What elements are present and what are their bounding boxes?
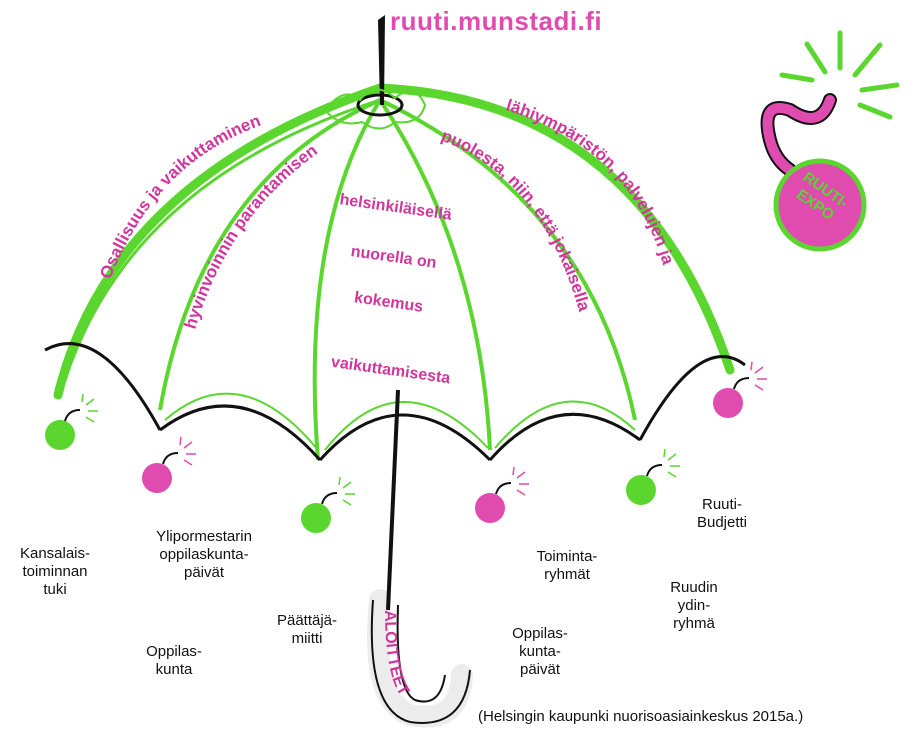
canopy-text-center-3: kokemus — [353, 289, 424, 316]
bomb-icon — [475, 467, 529, 523]
canopy-scallop — [490, 414, 640, 460]
bomb-icon — [142, 437, 196, 493]
source-citation: (Helsingin kaupunki nuorisoasiainkeskus … — [478, 708, 803, 725]
label-oppilaskuntapaivat: Oppilas- kunta- päivät — [495, 625, 585, 679]
bomb-icon — [713, 362, 767, 418]
canopy-text-left-inner: hyvinvoinnin parantamisen — [181, 141, 321, 331]
ruuti-url: ruuti.munstadi.fi — [390, 6, 602, 37]
canopy-text-right-inner: puolesta, niin, että jokaisella — [439, 126, 594, 314]
canopy-text-center-4: vaikuttamisesta — [330, 354, 451, 388]
canopy-scallop-inner — [165, 394, 318, 450]
umbrella-shaft — [388, 390, 398, 610]
canopy-text-center-2: nuorella on — [350, 243, 438, 272]
bomb-icon — [45, 394, 98, 450]
label-oppilaskunta: Oppilas- kunta — [134, 643, 214, 679]
label-ydinryhma: Ruudin ydin- ryhmä — [654, 579, 734, 633]
canopy-scallop-inner — [325, 402, 488, 450]
bomb-icon — [626, 449, 680, 505]
canopy-scallop — [160, 406, 320, 460]
label-kansalais: Kansalais- toiminnan tuki — [10, 545, 100, 599]
label-paattajamiitti: Päättäjä- miitti — [262, 612, 352, 648]
label-ylipormestari: Ylipormestarin oppilaskunta- päivät — [134, 528, 274, 582]
canopy-rim — [58, 88, 730, 395]
canopy-rib — [315, 100, 380, 460]
label-toimintaryhmat: Toiminta- ryhmät — [522, 548, 612, 584]
canopy-text-center-1: helsinkiläisellä — [339, 191, 453, 224]
canopy-scallop — [320, 415, 490, 460]
bomb-icon — [301, 477, 355, 533]
label-ruutibudjetti: Ruuti- Budjetti — [682, 496, 762, 532]
canopy-text-right-outer: lähiympäristön, palvelujen ja — [504, 96, 678, 268]
